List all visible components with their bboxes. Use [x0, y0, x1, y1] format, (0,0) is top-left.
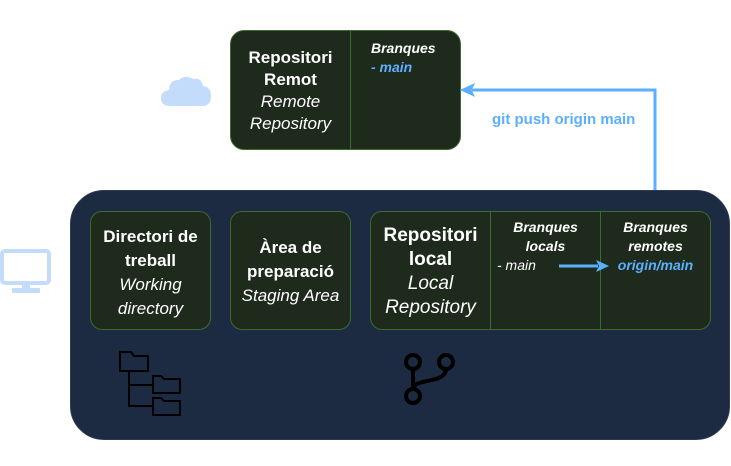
- remote-title-line1: Repositori: [248, 48, 333, 67]
- push-command-label: git push origin main: [492, 111, 636, 128]
- staging-area-box: Àrea de preparació Staging Area: [230, 211, 351, 330]
- local-branches-line1: Branques: [513, 219, 578, 235]
- remote-tracking-branches-box: Branques remotes origin/main: [600, 211, 711, 330]
- working-title-line2: treball: [124, 251, 177, 270]
- remote-repository-box: Repositori Remot Remote Repository: [230, 30, 351, 150]
- tracking-arrow: [559, 260, 609, 272]
- staging-title-line1: Àrea de: [259, 238, 322, 257]
- remote-branches-line2: remotes: [628, 238, 683, 254]
- folder-tree-icon: [119, 351, 181, 416]
- working-title-line1: Directori de: [103, 227, 198, 246]
- remote-branches-box: Branques - main: [350, 30, 461, 150]
- remote-subtitle-line2: Repository: [249, 114, 332, 133]
- working-directory-box: Directori de treball Working directory: [90, 211, 211, 330]
- local-repository-box: Repositori local Local Repository: [370, 211, 491, 330]
- push-arrow: [459, 82, 657, 210]
- working-subtitle-line1: Working: [119, 275, 182, 294]
- local-branches-line2: locals: [525, 238, 566, 254]
- cloud-icon: [161, 76, 211, 106]
- local-title-line1: Repositori: [383, 225, 478, 246]
- local-subtitle-line2: Repository: [385, 297, 476, 318]
- remote-branches-line1: Branques: [623, 219, 688, 235]
- remote-branches-label: Branques: [371, 40, 436, 56]
- staging-subtitle: Staging Area: [241, 286, 340, 305]
- monitor-icon: [0, 249, 51, 293]
- local-title-line2: local: [408, 249, 453, 270]
- remote-title-line2: Remot: [264, 70, 317, 89]
- staging-title-line2: preparació: [247, 262, 334, 281]
- remote-tracking-branch-origin-main: origin/main: [617, 257, 694, 273]
- local-subtitle-line1: Local: [407, 273, 454, 294]
- git-branch-icon: [404, 353, 455, 405]
- local-branch-main: - main: [497, 257, 536, 273]
- working-subtitle-line2: directory: [117, 299, 184, 318]
- remote-branch-main: - main: [371, 59, 413, 75]
- remote-subtitle-line1: Remote: [260, 92, 321, 111]
